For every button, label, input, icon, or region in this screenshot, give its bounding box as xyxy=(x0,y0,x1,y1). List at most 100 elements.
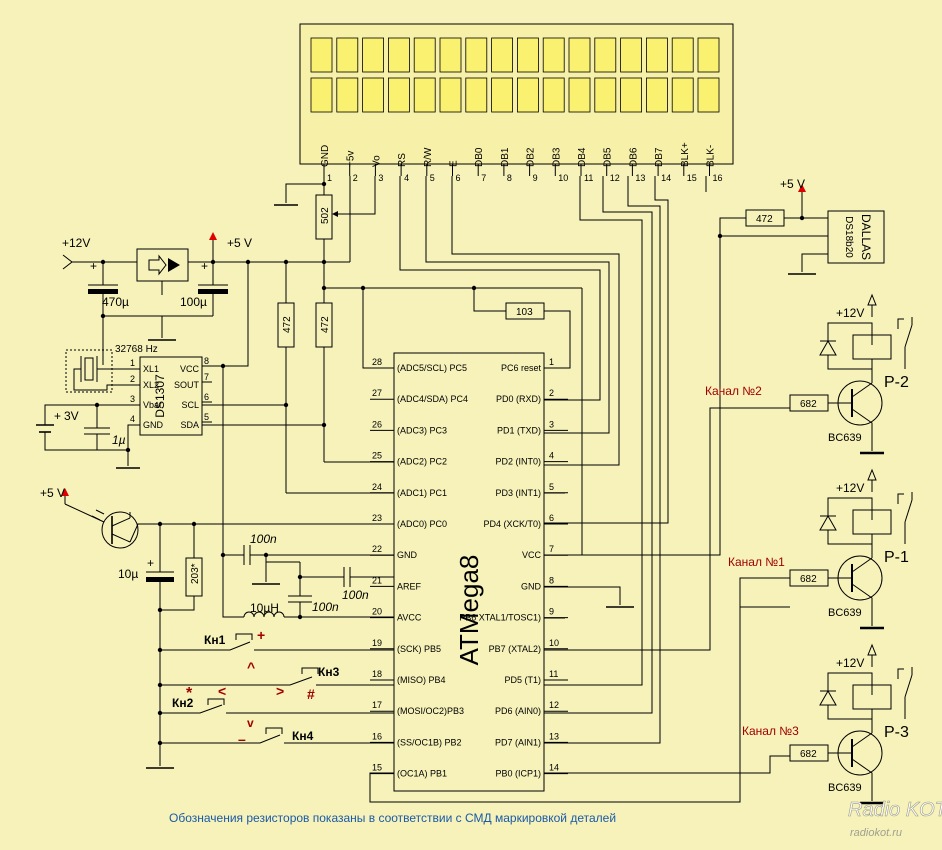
lcd-pin-label: GND xyxy=(320,145,331,167)
rtc-pin-label-right: SOUT xyxy=(174,380,200,390)
lcd-pin-number: 5 xyxy=(430,173,435,183)
vcc-arrow xyxy=(867,643,877,656)
lcd-cell xyxy=(413,37,436,73)
lcd-pin-label: DB5 xyxy=(603,147,614,167)
mcu-pin-number-left: 28 xyxy=(372,357,382,367)
sym-minus: – xyxy=(238,731,246,747)
mcu-pin-label-right: PD2 (INT0) xyxy=(495,457,541,467)
sensor-model: DS18b20 xyxy=(843,216,854,258)
lcd-pin-number: 9 xyxy=(533,173,538,183)
lcd-pin-label: +5v xyxy=(346,151,357,167)
wire xyxy=(739,577,790,607)
transistor-emitter xyxy=(851,408,873,451)
mcu-pin-label-left: (OC1A) PB1 xyxy=(397,769,447,779)
lcd-cell xyxy=(387,37,410,73)
cap-470-plus: + xyxy=(90,259,97,273)
lcd-pin-label: DB4 xyxy=(577,147,588,167)
rtc-pin-number-right: 6 xyxy=(204,392,209,402)
mcu-pin-label-left: (MOSI/OC2)PB3 xyxy=(397,706,464,716)
rtc-pin-label-left: XL2 xyxy=(143,380,159,390)
cap-100-label: 100µ xyxy=(180,295,207,309)
lcd-character-cells xyxy=(310,37,720,113)
mcu-pin-label-left: GND xyxy=(397,550,418,560)
lcd-cell xyxy=(362,37,385,73)
cap-1u-label: 1µ xyxy=(112,433,126,447)
mcu-pin-label-left: (ADC2) PC2 xyxy=(397,457,447,467)
watermark-logo: Radio KOT xyxy=(848,799,942,821)
mcu-pin-label-right: PB6 XTAL1/TOSC1) xyxy=(459,613,541,623)
button-k2: Кн2 xyxy=(172,696,194,710)
rtc-name: DS1307 xyxy=(153,374,167,418)
lcd-cell xyxy=(594,37,617,73)
rtc-pin-number-right: 5 xyxy=(204,412,209,422)
lcd-cell xyxy=(491,77,514,113)
mcu-pin-number-left: 23 xyxy=(372,513,382,523)
lcd-cell xyxy=(568,37,591,73)
rtc-pin-number-right: 7 xyxy=(204,372,209,382)
lcd-cell xyxy=(620,77,642,113)
lcd-pin-number: 11 xyxy=(584,173,593,183)
mcu-pin-label-left: (MISO) PB4 xyxy=(397,675,446,685)
mcu-pin-number-left: 27 xyxy=(372,388,382,398)
watermark-site: radiokot.ru xyxy=(850,827,902,839)
mcu-pin-number-right: 13 xyxy=(549,731,559,741)
lcd-pin-number: 8 xyxy=(507,173,512,183)
relay-vcc: +12V xyxy=(836,306,864,320)
buttons xyxy=(157,633,394,746)
rtc-pin-label-right: SCL xyxy=(181,400,199,410)
mcu-pin-number-left: 15 xyxy=(372,763,382,773)
channel-wires xyxy=(544,407,790,651)
lcd-cell xyxy=(594,77,617,113)
lcd-cell xyxy=(646,37,668,73)
res-472-b: 472 xyxy=(320,316,331,333)
res-203: 203* xyxy=(190,563,201,584)
battery-plus: + xyxy=(54,409,61,423)
mcu-pin-label-right: PB0 (ICP1) xyxy=(495,769,541,779)
wire xyxy=(544,407,790,651)
footer-note: Обозначения резисторов показаны в соотве… xyxy=(169,811,616,825)
power-supply xyxy=(62,232,350,367)
lcd-cell xyxy=(310,37,333,73)
res-472-a: 472 xyxy=(282,316,293,333)
lcd-cell xyxy=(697,77,720,113)
mcu-pin-number-right: 7 xyxy=(549,544,554,554)
mcu-pin-label-left: (ADC0) PC0 xyxy=(397,519,447,529)
diode xyxy=(819,514,837,531)
mcu-pin-label-right: VCC xyxy=(522,550,542,560)
lcd-cell xyxy=(336,37,359,73)
cap-100-plus: + xyxy=(201,259,208,273)
lcd-cell xyxy=(542,37,565,73)
channel-label: Канал №1 xyxy=(728,555,785,569)
vcc-arrow xyxy=(867,293,877,306)
transistor-model: BC639 xyxy=(828,432,862,444)
rtc-pin-number-right: 8 xyxy=(204,356,209,366)
mcu-pin-label-left: (ADC1) PC1 xyxy=(397,488,447,498)
relay-contact xyxy=(904,499,913,523)
transistor-collector xyxy=(851,732,873,748)
channel-label: Канал №3 xyxy=(742,724,799,738)
rtc-pin-label-left: XL1 xyxy=(143,364,159,374)
cap-100n-b: 100n xyxy=(342,588,369,602)
mcu-pin-number-right: 1 xyxy=(549,357,554,367)
sym-star: * xyxy=(186,685,193,702)
relay-contact xyxy=(904,674,913,698)
cap-10u-plus: + xyxy=(147,556,154,570)
mcu-name: ATMega8 xyxy=(454,555,484,666)
labels: +12V +5 V +5 V +5 V 470µ 100µ + + + 10µ … xyxy=(40,177,942,839)
lcd-cell xyxy=(439,77,462,113)
mcu-pin-label-right: GND xyxy=(521,581,542,591)
lcd-wiring xyxy=(274,176,707,744)
lcd-cell xyxy=(387,77,410,113)
wire xyxy=(827,322,873,345)
supply-5v-a: +5 V xyxy=(227,236,252,250)
mcu-pin-label-right: PD3 (INT1) xyxy=(495,488,541,498)
lcd-pins: GND1+5v2Vo3RS4R/W5E6DB07DB18DB29DB310DB4… xyxy=(320,142,723,183)
lcd-pin-label: BLK+ xyxy=(680,142,691,167)
mcu-pin-label-left: AREF xyxy=(397,581,422,591)
relay-name: P-1 xyxy=(884,549,909,566)
rtc-pin-number-left: 1 xyxy=(130,358,135,368)
